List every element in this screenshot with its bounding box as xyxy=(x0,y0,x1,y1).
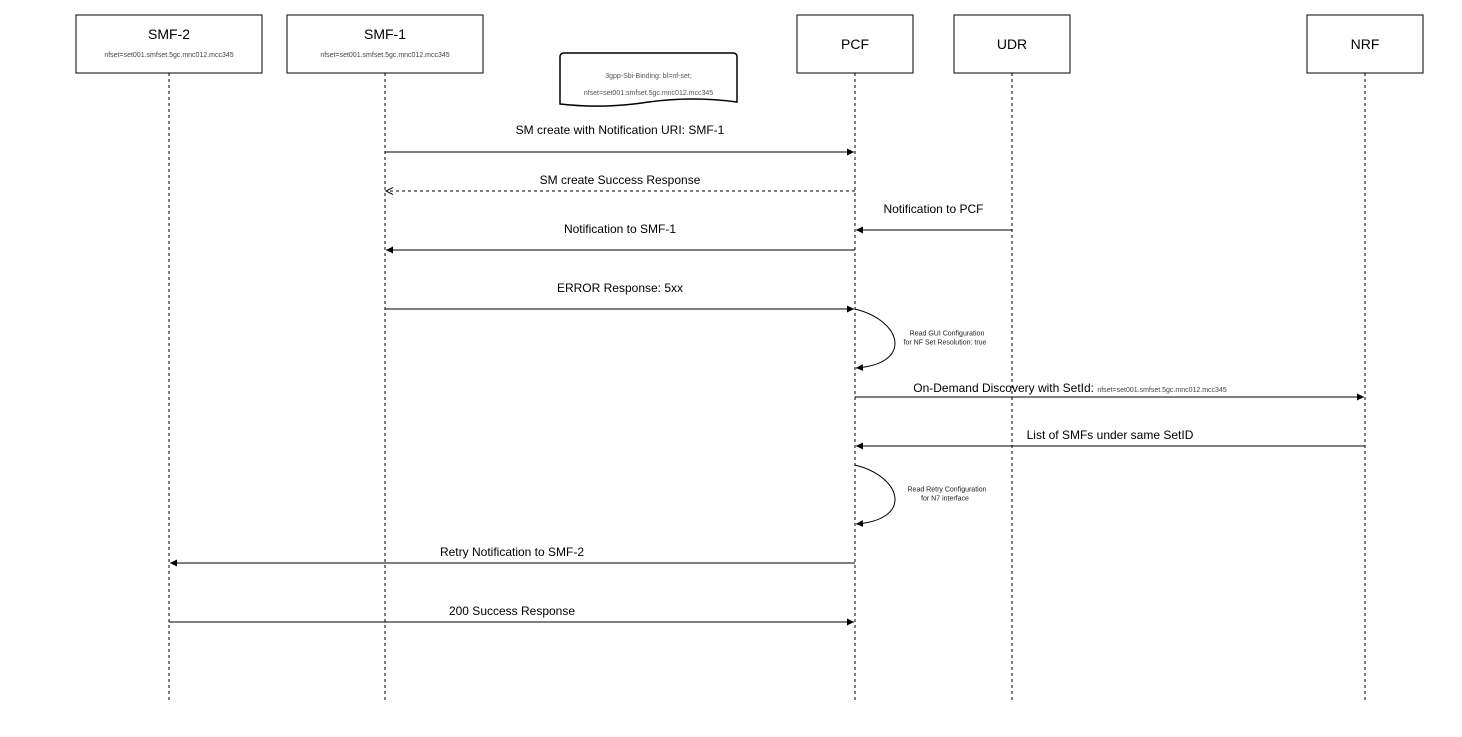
messages: SM create with Notification URI: SMF-1SM… xyxy=(169,123,1365,626)
note-line-2: nfset=set001.smfset.5gc.mnc012.mcc345 xyxy=(584,90,713,97)
message-label: 200 Success Response xyxy=(449,604,575,618)
actor-smf2: SMF-2 nfset=set001.smfset.5gc.mnc012.mcc3… xyxy=(75,14,263,74)
message-arrow: List of SMFs under same SetID xyxy=(856,428,1365,450)
binding-note: 3gpp-Sbi-Binding: bl=nf-set; nfset=set001… xyxy=(559,52,738,107)
lifelines xyxy=(168,73,1366,700)
actor-nfset: nfset=set001.smfset.5gc.mnc012.mcc345 xyxy=(104,52,233,59)
message-arrow: On-Demand Discovery with SetId: nfset=se… xyxy=(855,381,1364,401)
actor-smf1: SMF-1 nfset=set001.smfset.5gc.mnc012.mcc3… xyxy=(286,14,484,74)
message-label: SM create Success Response xyxy=(540,173,701,187)
self-messages: Read GUI Configuration for NF Set Resolut… xyxy=(854,308,987,527)
actor-name: UDR xyxy=(997,36,1027,52)
message-label: Notification to SMF-1 xyxy=(564,222,676,236)
message-label-main: On-Demand Discovery with SetId: xyxy=(913,381,1097,395)
message-arrow: SM create with Notification URI: SMF-1 xyxy=(385,123,854,156)
actor-box xyxy=(953,14,1071,74)
message-label: List of SMFs under same SetID xyxy=(1027,428,1194,442)
self-message-curve xyxy=(854,464,896,527)
message-arrow: ERROR Response: 5xx xyxy=(385,281,854,313)
actor-name: SMF-1 xyxy=(364,26,406,42)
self-message-line-1: Read GUI Configuration xyxy=(910,331,985,338)
actors: SMF-2 nfset=set001.smfset.5gc.mnc012.mcc3… xyxy=(75,14,1424,74)
actor-nfset: nfset=set001.smfset.5gc.mnc012.mcc345 xyxy=(320,52,449,59)
message-arrow: SM create Success Response xyxy=(386,173,855,191)
message-label: Notification to PCF xyxy=(883,202,983,216)
self-message-line-1: Read Retry Configuration xyxy=(908,487,987,494)
actor-pcf: PCF xyxy=(796,14,914,74)
actor-name: NRF xyxy=(1351,36,1380,52)
actor-box xyxy=(796,14,914,74)
actor-box xyxy=(1306,14,1424,74)
note-line-1: 3gpp-Sbi-Binding: bl=nf-set; xyxy=(605,73,692,80)
self-message-curve xyxy=(854,308,896,371)
message-arrow: Notification to PCF xyxy=(856,202,1012,234)
note-shape xyxy=(559,52,738,107)
self-message: Read Retry Configuration for N7 interface xyxy=(854,464,987,527)
self-message-line-2: for NF Set Resolution: true xyxy=(904,340,987,347)
self-message: Read GUI Configuration for NF Set Resolut… xyxy=(854,308,987,371)
actor-nrf: NRF xyxy=(1306,14,1424,74)
message-arrow: 200 Success Response xyxy=(169,604,854,626)
message-label: On-Demand Discovery with SetId: nfset=se… xyxy=(913,381,1227,395)
self-message-line-2: for N7 interface xyxy=(921,496,969,503)
actor-name: PCF xyxy=(841,36,869,52)
message-label: ERROR Response: 5xx xyxy=(557,281,683,295)
message-label: SM create with Notification URI: SMF-1 xyxy=(516,123,725,137)
actor-udr: UDR xyxy=(953,14,1071,74)
message-arrow: Retry Notification to SMF-2 xyxy=(170,545,855,567)
actor-name: SMF-2 xyxy=(148,26,190,42)
actor-box xyxy=(75,14,263,74)
message-label-nfset: nfset=set001.smfset.5gc.mnc012.mcc345 xyxy=(1097,387,1226,394)
message-label: Retry Notification to SMF-2 xyxy=(440,545,584,559)
message-arrow: Notification to SMF-1 xyxy=(386,222,855,254)
actor-box xyxy=(286,14,484,74)
